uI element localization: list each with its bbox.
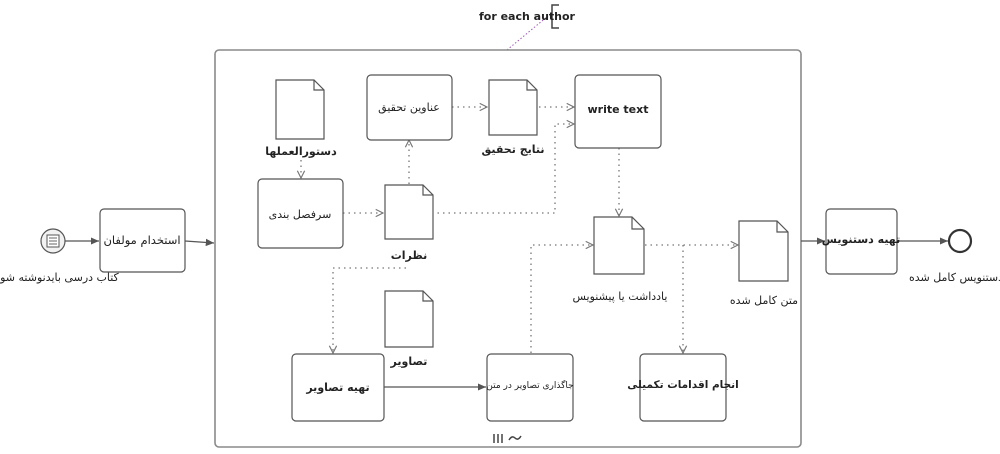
assoc-comments-to-images	[333, 267, 406, 353]
data-associations	[301, 107, 738, 353]
start-event-label: کتاب درسی بایدنوشته شود	[0, 271, 120, 284]
flow-hire-to-subprocess	[184, 238, 215, 247]
data-object-images-label: تصاویر	[390, 355, 428, 368]
data-object-research-results-label: نتایج تحقیق	[481, 143, 544, 156]
end-event-label: دستنویس کامل شده	[909, 271, 1000, 284]
annotation-bracket	[551, 4, 559, 29]
start-event[interactable]	[40, 228, 66, 254]
task-outline[interactable]: سرفصل بندی	[257, 178, 344, 249]
multi-instance-marker	[493, 434, 503, 443]
task-finishing-label: انجام اقدامات تکمیلی	[627, 379, 738, 391]
task-place-images-label: جاگذاری تصاویر در متن	[486, 379, 573, 391]
data-object-guidelines-label: دستورالعملها	[265, 145, 337, 158]
task-write-text-label: write text	[588, 103, 649, 116]
annotation-text: for each author	[479, 10, 576, 23]
data-object-research-results[interactable]: نتایج تحقیق	[481, 79, 545, 156]
end-event[interactable]	[947, 228, 973, 254]
assoc-placement-to-notes	[530, 245, 593, 353]
data-object-comments-label: نظرات	[391, 249, 428, 262]
subprocess-frame[interactable]	[214, 49, 802, 448]
task-finishing[interactable]: انجام اقدامات تکمیلی	[627, 353, 739, 422]
task-write-text[interactable]: write text	[574, 74, 662, 149]
data-object-full-text-label: متن کامل شده	[730, 294, 798, 307]
task-research-topics-label: عناوین تحقیق	[378, 101, 440, 115]
task-place-images[interactable]: جاگذاری تصاویر در متن	[486, 353, 574, 422]
data-object-comments[interactable]: نظرات	[384, 184, 434, 262]
task-prepare-images[interactable]: تهیه تصاویر	[291, 353, 385, 422]
task-hire-authors[interactable]: استخدام مولفان	[99, 208, 186, 273]
ad-hoc-marker	[508, 435, 522, 441]
task-hire-authors-label: استخدام مولفان	[103, 233, 180, 248]
task-prepare-manuscript[interactable]: تهیه دستنویس	[822, 208, 900, 275]
data-object-notes[interactable]: یادداشت یا پیشنویس	[573, 216, 668, 303]
sequence-flows	[65, 237, 948, 391]
task-prepare-images-label: تهیه تصاویر	[305, 381, 369, 394]
data-object-full-text[interactable]: متن کامل شده	[730, 220, 798, 307]
annotation: for each author	[479, 4, 576, 51]
data-object-notes-label: یادداشت یا پیشنویس	[573, 290, 668, 303]
task-outline-label: سرفصل بندی	[269, 208, 332, 221]
data-object-guidelines[interactable]: دستورالعملها	[265, 79, 337, 158]
task-research-topics[interactable]: عناوین تحقیق	[366, 74, 453, 141]
data-object-images[interactable]: تصاویر	[384, 290, 434, 368]
task-prepare-manuscript-label: تهیه دستنویس	[822, 233, 900, 246]
assoc-comments-to-write	[432, 124, 574, 214]
